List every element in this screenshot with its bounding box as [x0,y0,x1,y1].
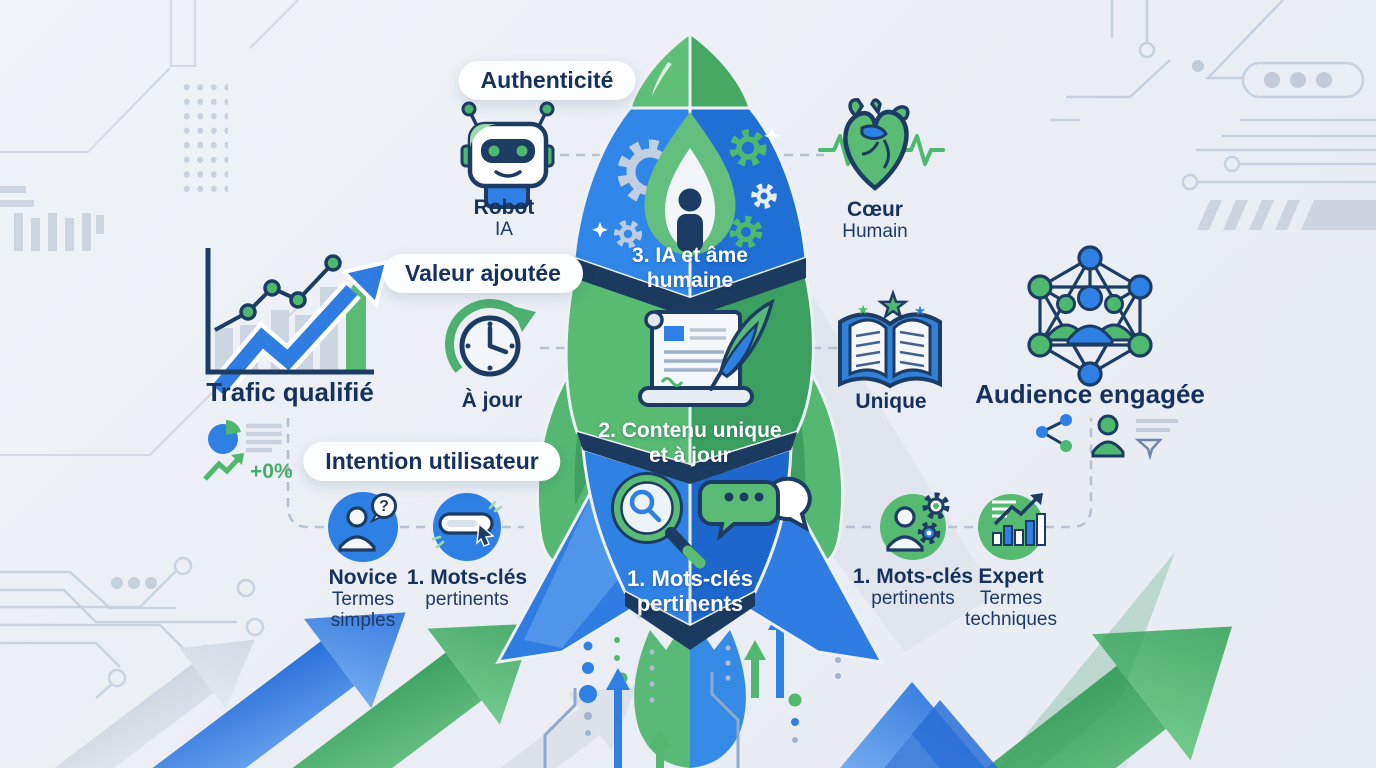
trafic-title: Trafic qualifié [206,377,374,407]
stats-lines-icon [246,423,282,453]
pill-authenticite-label: Authenticité [480,67,614,93]
novice-line2: Termes [331,589,395,610]
keyword-search-icon [611,472,706,569]
unique-title: Unique [855,390,927,413]
pill-valeur-ajoutee-label: Valeur ajoutée [405,260,561,286]
robot-subtitle: IA [495,219,513,240]
expert-line2: Termes [979,588,1043,609]
rocket [495,30,885,664]
kw-left-label: 1. Mots-clés pertinents [407,566,527,610]
robot-title: Robot [473,196,535,219]
novice-title: Novice [328,566,398,589]
stage1-label: 1. Mots-clés pertinents [627,566,753,616]
unique-label: Unique [855,390,926,413]
stage2-line2: et à jour [649,444,731,467]
arrow-blue-bottom-left [133,612,406,768]
stage2-line1: 2. Contenu unique [598,419,782,442]
up-to-date-clock-icon [445,299,536,377]
stage3-line2: humaine [646,269,734,292]
dot-grid-decoration [180,80,228,198]
keyword-searchbar-badge-icon [431,493,503,561]
arrow-green-bottom-right [880,552,1233,768]
dashed-connectors [286,153,1093,529]
stage2-label: 2. Contenu unique et à jour [598,418,781,468]
qualified-traffic-chart-icon [205,248,390,398]
circuit-dots-bottom-left [111,577,157,589]
arrow-gray-bottom-left [44,639,255,768]
expert-label: Expert Termes techniques [965,565,1057,630]
stage3-line1: 3. IA et âme [632,244,748,267]
unique-book-icon [838,289,942,389]
exhaust-mini-arrows [606,608,792,768]
chat-bubbles-icon [698,476,812,542]
audience-label: Audience engagée [975,379,1205,409]
circuit-decoration-top-right [1050,0,1376,191]
rocket-exhaust-flame [634,614,746,768]
arrow-blue-chevron-bottom-right [840,682,998,768]
coeur-title: Cœur [846,198,903,221]
pill-valeur-ajoutee: Valeur ajoutée [383,254,583,293]
rocket-stage3-body [572,106,808,318]
stage1-line2: pertinents [636,591,744,616]
ai-human-soul-icon [592,112,780,256]
pill-intention-utilisateur-label: Intention utilisateur [325,448,539,474]
coeur-subtitle: Humain [842,221,908,242]
a-jour-label: À jour [462,389,523,412]
growth-stat: +0% [250,460,293,483]
pill-intention-utilisateur: Intention utilisateur [303,442,561,481]
novice-badge-icon [328,492,398,562]
trafic-label: Trafic qualifié [206,377,374,407]
kw-right-title: 1. Mots-clés [852,565,974,588]
exhaust-circuit-traces [543,672,740,768]
stage3-label: 3. IA et âme humaine [632,243,748,293]
expert-line3: techniques [965,609,1057,630]
filter-lines-icon [1134,419,1178,461]
expert-chart-badge-icon [978,493,1046,560]
kw-left-title: 1. Mots-clés [406,566,528,589]
robot-ia-icon [460,101,555,209]
kw-left-line2: pertinents [425,589,509,610]
novice-line3: simples [330,610,396,631]
content-scroll-quill-icon [638,298,775,407]
circuit-dots-top-right [1192,60,1332,88]
keyword-gears-badge-icon [880,492,950,560]
expert-title: Expert [978,565,1044,588]
novice-label: Novice Termes simples [329,566,398,631]
coeur-label: Cœur Humain [842,198,907,242]
kw-right-label: 1. Mots-clés pertinents [853,565,973,609]
kw-right-line2: pertinents [871,588,955,609]
bars-decoration-left [0,186,104,251]
person-icon [1091,414,1125,458]
stripes-decoration-top-right [1197,200,1376,230]
human-heart-icon [818,98,945,191]
stats-pie-icon [208,420,241,454]
rocket-nose-cone [627,30,753,110]
robot-label: Robot IA [474,196,535,240]
stage1-line1: 1. Mots-clés [627,566,753,591]
question-mark-glyph: ? [379,498,389,515]
pill-authenticite: Authenticité [458,61,636,100]
share-icon [1036,414,1072,452]
engaged-audience-network-icon [1027,245,1153,387]
a-jour-title: À jour [461,389,523,412]
rocket-shadow [768,295,995,652]
audience-title: Audience engagée [975,379,1205,409]
trend-up-icon [203,453,244,481]
